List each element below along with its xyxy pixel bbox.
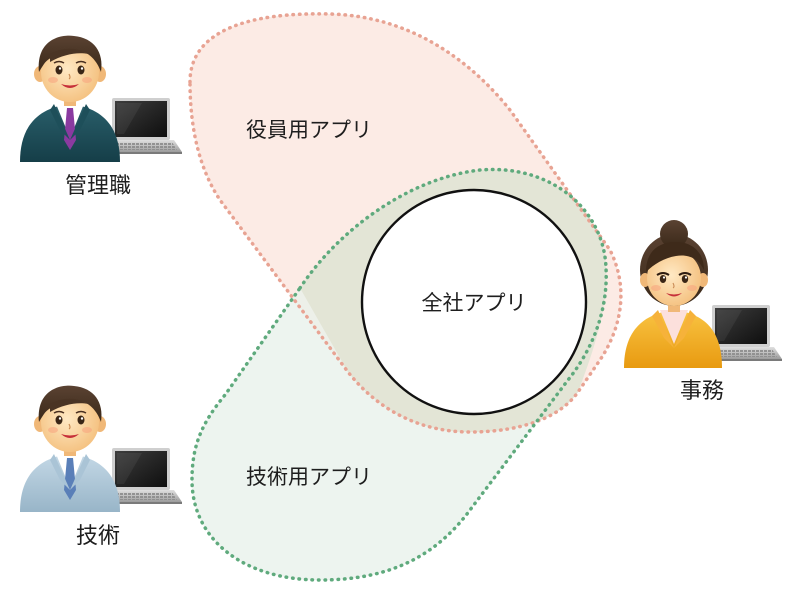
engineering-app-border	[190, 167, 608, 582]
company-app-label: 全社アプリ	[422, 291, 527, 315]
engineer-avatar	[20, 384, 120, 512]
company-app-circle	[360, 188, 588, 416]
office-person: 事務	[624, 220, 782, 404]
office-avatar	[624, 220, 722, 368]
manager-person: 管理職	[20, 34, 182, 199]
executive-app-label: 役員用アプリ	[246, 118, 372, 142]
manager-label: 管理職	[65, 174, 131, 199]
laptop-icon	[108, 448, 182, 504]
manager-avatar	[20, 34, 120, 162]
engineering-app-label: 技術用アプリ	[246, 465, 372, 489]
engineer-person: 技術	[20, 384, 182, 549]
laptop-icon	[108, 98, 182, 154]
engineer-label: 技術	[76, 524, 120, 549]
office-label: 事務	[680, 379, 724, 404]
